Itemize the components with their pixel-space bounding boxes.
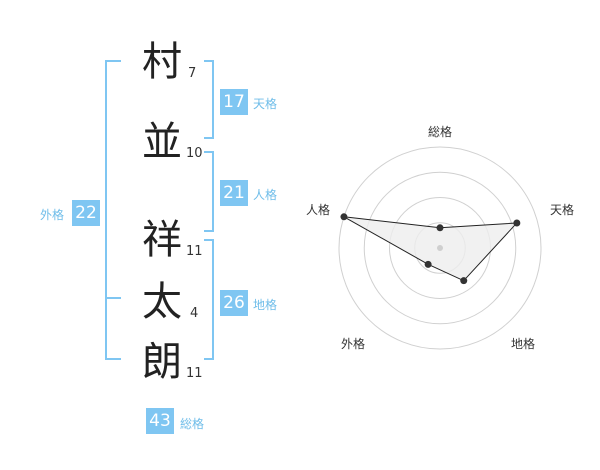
name-char-4-strokes: 4 [190, 306, 199, 321]
radar-point-4 [424, 260, 432, 268]
jinkaku-value-badge: 21 [220, 180, 248, 206]
name-char-2-strokes: 10 [186, 146, 203, 161]
soukaku-label: 総格 [180, 417, 205, 431]
radar-series-polygon [343, 216, 519, 282]
radar-point-5 [340, 213, 348, 221]
name-char-3-strokes: 11 [186, 244, 203, 259]
name-char-3: 祥 [142, 217, 182, 263]
gaikaku-label: 外格 [40, 208, 65, 222]
jinkaku-bracket [204, 151, 214, 232]
name-char-1: 村 [142, 39, 182, 85]
radar-axis-label-soukaku: 総格 [428, 125, 453, 139]
radar-axis-label-chikaku: 地格 [511, 337, 536, 351]
soukaku-value-badge: 43 [146, 408, 174, 434]
radar-point-3 [460, 277, 468, 285]
radar-axis-label-jinkaku: 人格 [306, 203, 331, 217]
gaikaku-value-badge: 22 [72, 200, 100, 226]
jinkaku-label: 人格 [253, 188, 278, 202]
radar-axis-label-tenkaku: 天格 [550, 203, 575, 217]
chikaku-bracket [204, 239, 214, 360]
tenkaku-bracket [204, 60, 214, 139]
name-char-2: 並 [142, 119, 182, 165]
chikaku-value-badge: 26 [220, 290, 248, 316]
radar-point-2 [513, 219, 521, 227]
radar-point-1 [436, 224, 444, 232]
radar-ring [363, 171, 517, 325]
chikaku-label: 地格 [253, 298, 278, 312]
tenkaku-value-badge: 17 [220, 89, 248, 115]
name-char-5: 朗 [142, 339, 182, 385]
name-char-5-strokes: 11 [186, 366, 203, 381]
radar-ring [338, 146, 542, 350]
name-char-1-strokes: 7 [188, 66, 197, 81]
gaikaku-bracket [105, 60, 121, 360]
name-char-4: 太 [142, 279, 182, 325]
tenkaku-label: 天格 [253, 97, 278, 111]
radar-axis-label-gaikaku: 外格 [341, 337, 366, 351]
radar-center-dot [437, 245, 443, 251]
